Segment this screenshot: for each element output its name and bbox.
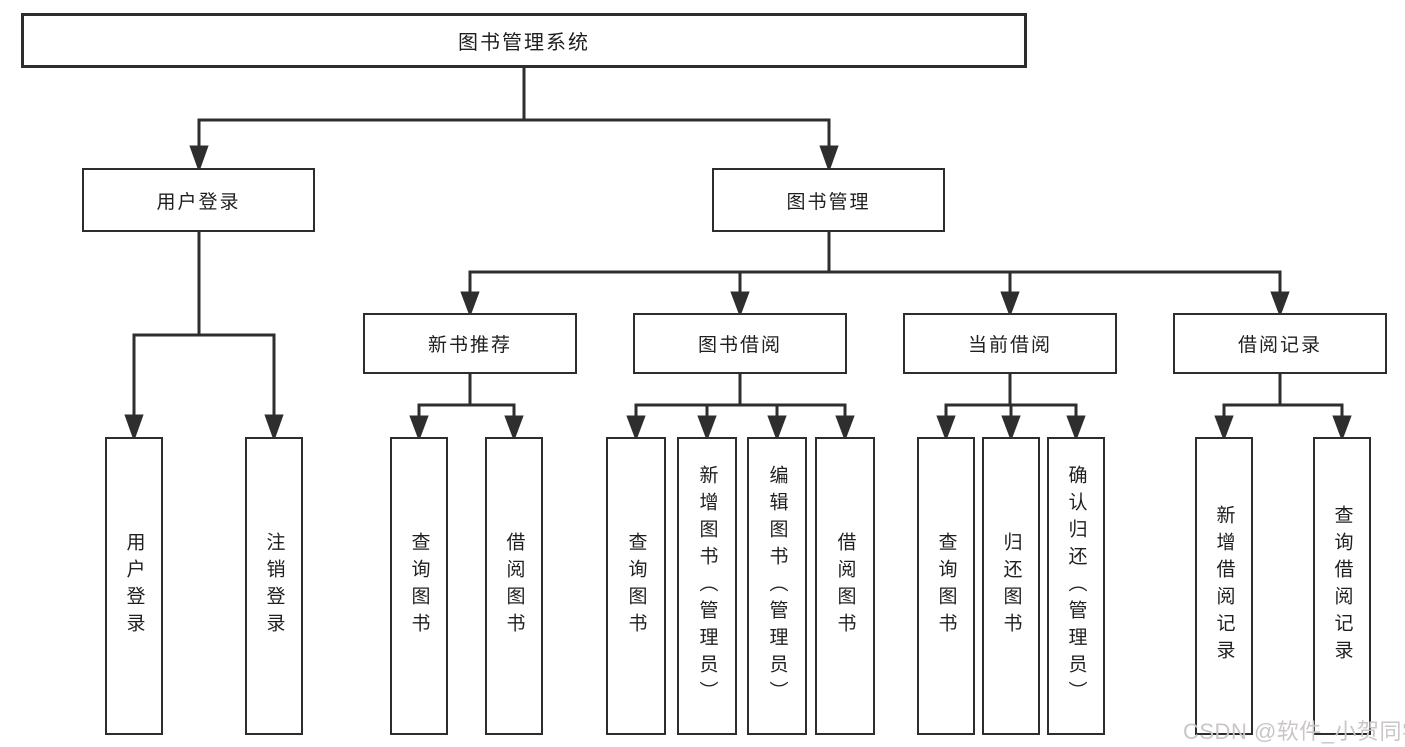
node-current-borrow: 当前借阅 [903, 313, 1117, 374]
leaf-borrow-books-recommend: 借阅图书 [485, 437, 543, 735]
leaf-query-books-recommend: 查询图书 [390, 437, 448, 735]
leaf-edit-book-admin: 编辑图书（管理员） [747, 437, 807, 735]
node-user-login: 用户登录 [82, 168, 315, 232]
leaf-return-book: 归还图书 [982, 437, 1040, 735]
node-label: 图书管理 [786, 191, 871, 213]
leaf-label: 用户登录 [123, 532, 145, 640]
node-library-management-system: 图书管理系统 [21, 13, 1027, 68]
node-new-book-recommend: 新书推荐 [363, 313, 577, 374]
leaf-label: 借阅图书 [503, 532, 525, 640]
leaf-logout-login: 注销登录 [245, 437, 303, 735]
leaf-label: 查询图书 [408, 532, 430, 640]
leaf-query-books-borrow: 查询图书 [606, 437, 666, 735]
leaf-label: 注销登录 [263, 532, 285, 640]
leaf-label: 借阅图书 [834, 532, 856, 640]
node-label: 图书管理系统 [458, 32, 590, 54]
leaf-user-login: 用户登录 [105, 437, 163, 735]
leaf-query-books-current: 查询图书 [917, 437, 975, 735]
node-label: 用户登录 [156, 191, 241, 213]
node-label: 借阅记录 [1237, 335, 1322, 356]
leaf-label: 查询借阅记录 [1331, 505, 1353, 667]
node-label: 图书借阅 [697, 335, 782, 356]
leaf-label: 新增借阅记录 [1213, 505, 1235, 667]
leaf-confirm-return-admin: 确认归还（管理员） [1047, 437, 1105, 735]
leaf-query-borrow-record: 查询借阅记录 [1313, 437, 1371, 735]
leaf-label: 确认归还（管理员） [1065, 464, 1087, 708]
leaf-label: 查询图书 [625, 532, 647, 640]
node-label: 当前借阅 [967, 335, 1052, 356]
leaf-add-book-admin: 新增图书（管理员） [677, 437, 737, 735]
csdn-watermark: CSDN @软件_小贺同学 [1183, 719, 1405, 744]
leaf-add-borrow-record: 新增借阅记录 [1195, 437, 1253, 735]
leaf-label: 新增图书（管理员） [696, 464, 718, 708]
leaf-label: 编辑图书（管理员） [766, 464, 788, 708]
leaf-label: 查询图书 [935, 532, 957, 640]
leaf-label: 归还图书 [1000, 532, 1022, 640]
node-book-borrow: 图书借阅 [633, 313, 847, 374]
leaf-borrow-books: 借阅图书 [815, 437, 875, 735]
node-borrow-record: 借阅记录 [1173, 313, 1387, 374]
node-book-management: 图书管理 [712, 168, 945, 232]
node-label: 新书推荐 [427, 335, 512, 356]
